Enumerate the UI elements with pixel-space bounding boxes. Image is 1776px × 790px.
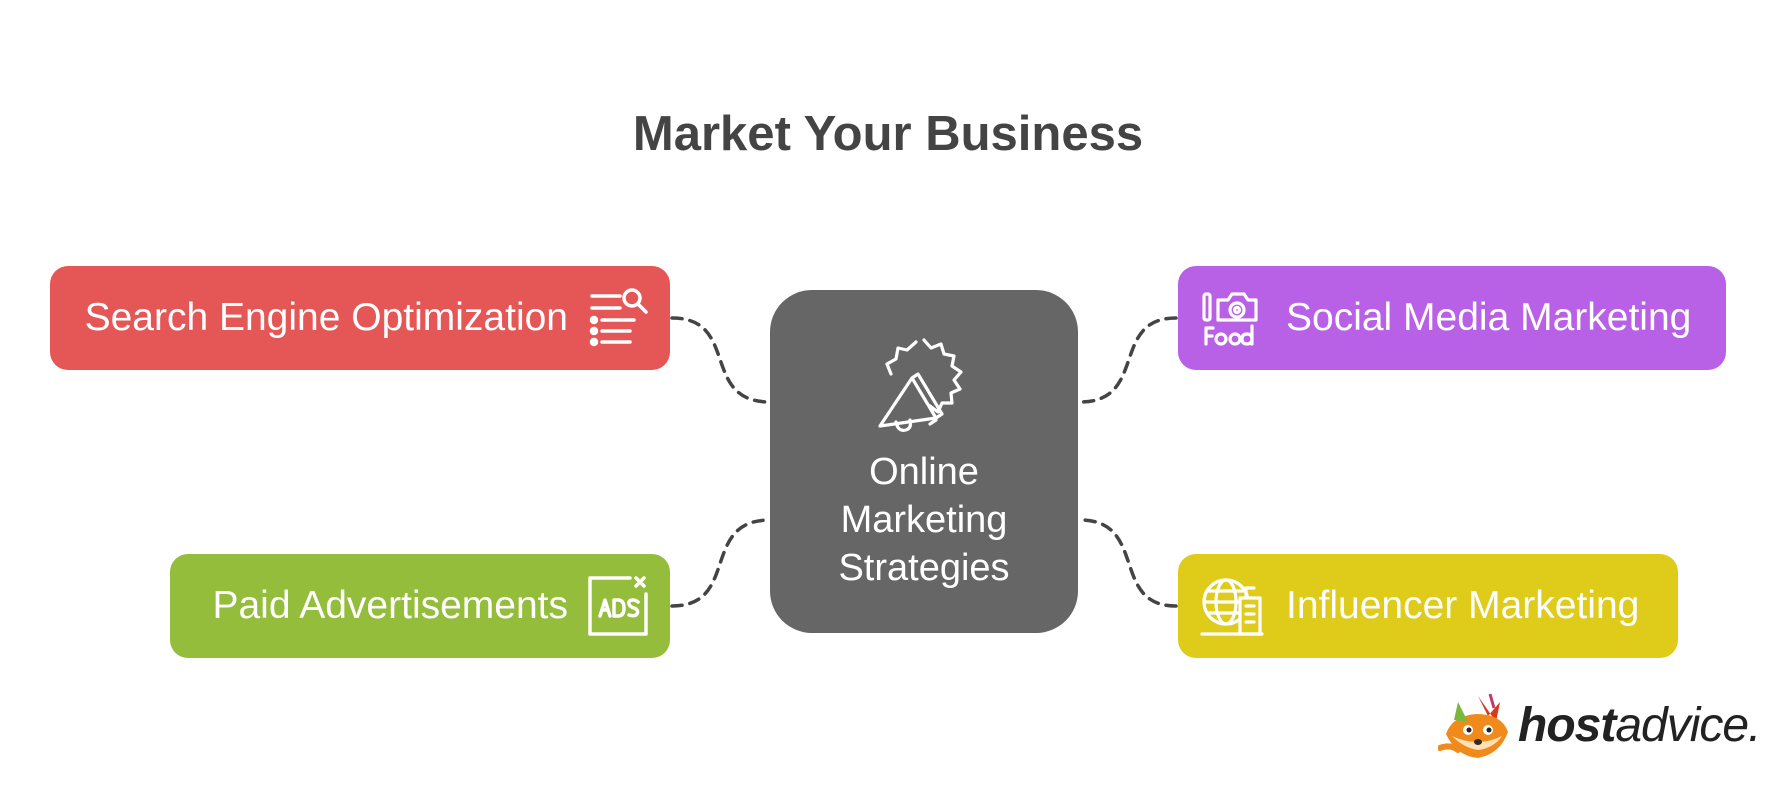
- connector-seo: [670, 316, 772, 404]
- branch-influencer-label: Influencer Marketing: [1286, 584, 1640, 627]
- brand-wordmark: hostadvice.: [1518, 698, 1761, 754]
- branch-influencer: Influencer Marketing: [1178, 554, 1678, 658]
- center-label-line: Marketing: [840, 499, 1008, 541]
- search-list-icon: [589, 288, 648, 347]
- brand-watermark: hostadvice.: [1438, 692, 1761, 764]
- connector-ads: [670, 518, 772, 608]
- brand-name-bold: host: [1518, 699, 1616, 752]
- megaphone-badge-icon: [878, 338, 963, 432]
- center-node: Online Marketing Strategies: [770, 290, 1078, 633]
- brand-name-light: advice.: [1615, 699, 1761, 752]
- branch-seo: Search Engine Optimization: [50, 266, 670, 370]
- center-label-line: Online: [869, 451, 979, 493]
- branch-ads-label: Paid Advertisements: [212, 584, 568, 627]
- branch-seo-label: Search Engine Optimization: [84, 296, 568, 339]
- center-node-label: Online Marketing Strategies: [770, 448, 1078, 592]
- connector-social: [1078, 316, 1178, 404]
- connector-influencer: [1078, 518, 1178, 608]
- fox-mascot-icon: [1438, 693, 1508, 758]
- branch-ads: Paid Advertisements: [170, 554, 670, 658]
- branch-social-label: Social Media Marketing: [1286, 296, 1692, 339]
- center-label-line: Strategies: [838, 547, 1010, 589]
- diagram-title: Market Your Business: [632, 107, 1144, 161]
- food-camera-icon: [1202, 292, 1258, 346]
- branch-social: Social Media Marketing: [1178, 266, 1726, 370]
- globe-building-icon: [1200, 578, 1264, 636]
- ads-window-icon: [588, 576, 648, 636]
